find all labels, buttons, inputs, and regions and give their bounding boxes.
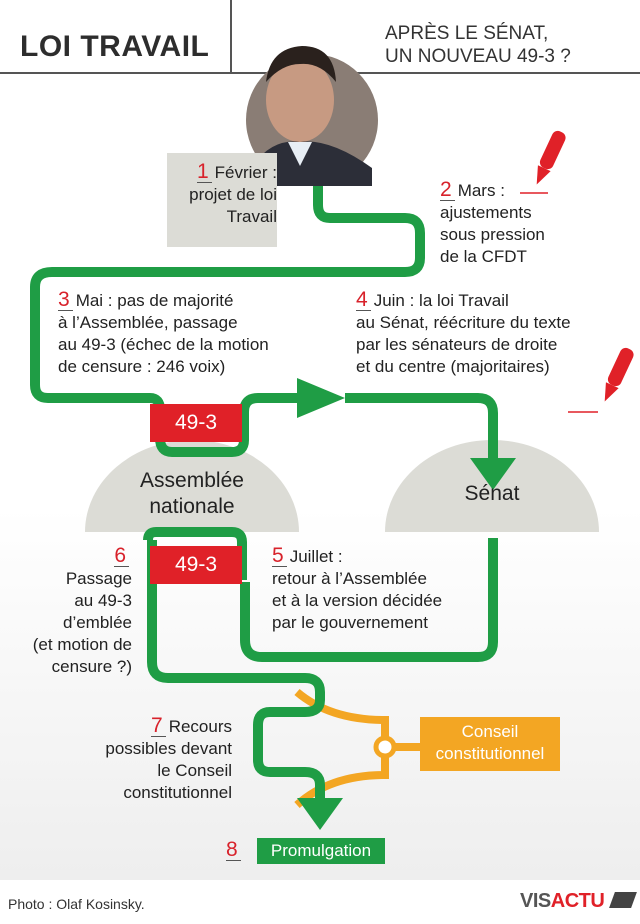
photo-credit: Photo : Olaf Kosinsky. — [8, 896, 145, 912]
second-vote-path — [143, 527, 325, 800]
step-7-line-2: possibles devant — [105, 739, 232, 758]
photo-face — [266, 58, 334, 142]
logo-part-2: ACTU — [550, 890, 605, 912]
step-1-number: 1 — [196, 161, 212, 183]
assemblee-label: Assemblée nationale — [100, 468, 284, 520]
pen-icon-juin — [604, 347, 634, 402]
step-1-line-3: Travail — [226, 207, 277, 226]
step-1-line-2: projet de loi — [189, 185, 277, 204]
step-3-line-2: à l’Assemblée, passage — [58, 313, 238, 332]
step-6-number: 6 — [114, 545, 129, 567]
footer — [0, 880, 640, 924]
step-6-line-1: Passage — [65, 569, 132, 588]
tag-49-3-first: 49-3 — [150, 404, 242, 442]
step-8-number: 8 — [226, 839, 241, 861]
step-5-line-3: et à la version décidée — [272, 591, 443, 610]
step-3-line-3: au 49-3 (échec de la motion — [58, 335, 269, 354]
conseil-line-2: constitutionnel — [435, 744, 545, 763]
step-4-number: 4 — [356, 289, 371, 311]
step-3-number: 3 — [58, 289, 73, 311]
logo-mark-icon — [609, 892, 638, 908]
page-subtitle: APRÈS LE SÉNAT, UN NOUVEAU 49-3 ? — [385, 22, 571, 68]
return-path — [240, 538, 498, 662]
logo-part-1: VIS — [520, 890, 551, 912]
step-2-line-2: ajustements — [440, 203, 532, 222]
step-8: 8 — [226, 839, 244, 862]
subtitle-line-1: APRÈS LE SÉNAT, — [385, 23, 549, 44]
step-6-line-2: au 49-3 — [74, 591, 132, 610]
step-6-line-3: d’emblée — [63, 613, 132, 632]
step-6-line-4: (et motion de — [32, 635, 132, 654]
step-6-line-5: censure ?) — [51, 657, 132, 676]
arrow-head-promulgation — [297, 798, 343, 830]
step-4-line-3: par les sénateurs de droite — [356, 335, 558, 354]
senat-label: Sénat — [464, 482, 520, 505]
assemblee-dome — [85, 440, 299, 532]
header-divider-vertical — [230, 0, 232, 72]
step-4-line-2: au Sénat, réécriture du texte — [356, 313, 571, 332]
promulgation-box: Promulgation — [257, 838, 385, 864]
conseil-node — [373, 735, 397, 759]
step-2-number: 2 — [440, 179, 455, 201]
step-4-line-1: Juin : la loi Travail — [373, 291, 509, 310]
step-5-line-1: Juillet : — [289, 547, 343, 566]
page-title: LOI TRAVAIL — [20, 30, 210, 63]
step-3-line-4: de censure : 246 voix) — [58, 357, 226, 376]
step-5-line-2: retour à l’Assemblée — [272, 569, 427, 588]
step-5-number: 5 — [272, 545, 287, 567]
step-7-line-3: le Conseil — [157, 761, 232, 780]
photo-suit — [250, 141, 372, 186]
conseil-box: Conseil constitutionnel — [420, 717, 560, 771]
tag-49-3-second: 49-3 — [150, 546, 242, 584]
step-7-number: 7 — [151, 715, 166, 737]
step-2-line-1: Mars : — [457, 181, 505, 200]
step-5-line-4: par le gouvernement — [272, 613, 428, 632]
step-1-box — [167, 153, 277, 247]
step-2-line-4: de la CFDT — [440, 247, 527, 266]
photo-shirt — [288, 142, 312, 166]
assemblee-label-line-1: Assemblée — [140, 469, 244, 492]
step-7-line-4: constitutionnel — [123, 783, 232, 802]
photo-hair — [266, 46, 336, 82]
main-path — [30, 185, 425, 457]
assemblee-label-line-2: nationale — [149, 495, 235, 518]
step-7-line-1: Recours — [168, 717, 232, 736]
pen-icon-mars — [536, 130, 566, 185]
arrow-head-assemblee-senat — [297, 378, 345, 418]
arrow-head-senat — [470, 458, 516, 490]
senat-path — [345, 393, 498, 460]
subtitle-line-2: UN NOUVEAU 49-3 ? — [385, 46, 571, 67]
step-2-line-3: sous pression — [440, 225, 545, 244]
step-3-line-1: Mai : pas de majorité — [75, 291, 234, 310]
conseil-line-1: Conseil — [461, 722, 519, 741]
step-4-line-4: et du centre (majoritaires) — [356, 357, 550, 376]
step-1-line-1: Février : — [214, 163, 277, 182]
visactu-logo: VISACTU — [520, 890, 638, 913]
step-6: 6 Passage au 49-3 d’emblée (et motion de… — [6, 545, 132, 678]
